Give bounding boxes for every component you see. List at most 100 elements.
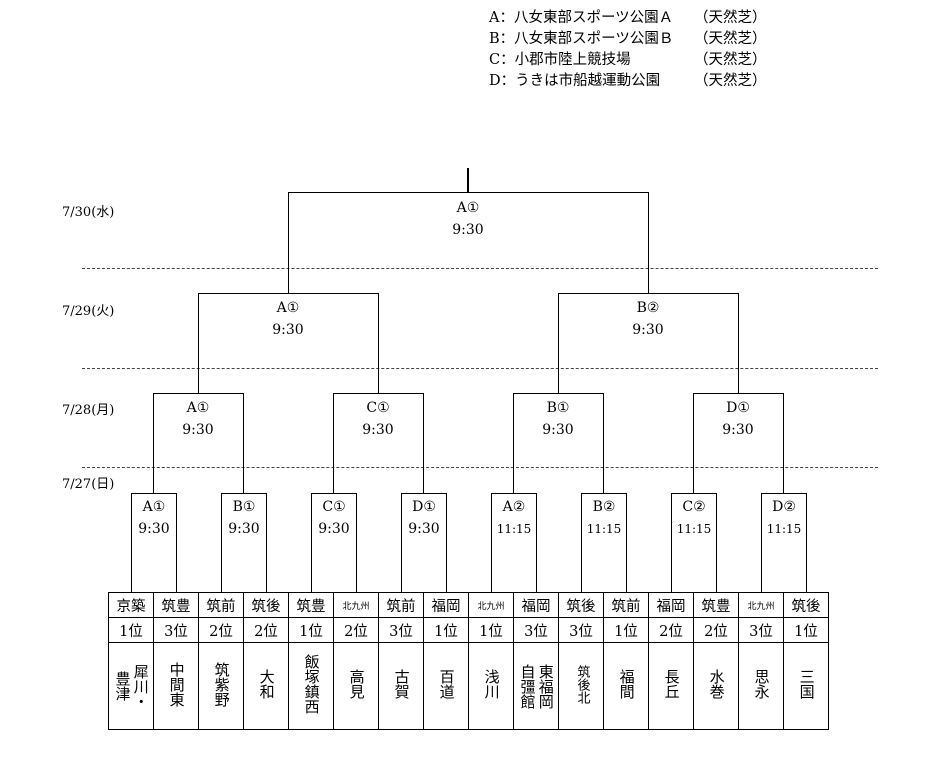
match-time: 9:30 xyxy=(452,222,484,238)
match-time: 9:30 xyxy=(272,322,304,338)
bracket-semi xyxy=(558,293,739,394)
prefecture-cell: 北九州 xyxy=(333,592,379,618)
team-cell: 百道 xyxy=(423,642,469,730)
team-cell: 筑後北 xyxy=(558,642,604,730)
team-cell: 大和 xyxy=(243,642,289,730)
prefecture-cell: 筑後 xyxy=(243,592,289,618)
rank-cell: 3位 xyxy=(153,617,199,643)
team-cell: 福間 xyxy=(603,642,649,730)
rank-cell: 1位 xyxy=(468,617,514,643)
date-label-0729: 7/29(火) xyxy=(62,304,115,319)
match-time: 9:30 xyxy=(362,422,394,438)
legend-venue: A：八女東部スポーツ公園Ａ xyxy=(489,10,674,26)
prefecture-cell: 京築 xyxy=(108,592,154,618)
match-label-quarter: C① 9:30 xyxy=(338,397,418,441)
match-label-first-round: D② 11:15 xyxy=(754,496,814,540)
rank-cell: 1位 xyxy=(783,617,829,643)
prefecture-cell: 筑豊 xyxy=(693,592,739,618)
match-label-first-round: A② 11:15 xyxy=(484,496,544,540)
team-cell: 中間東 xyxy=(153,642,199,730)
table-row-rank: 1位 3位 2位 2位 1位 2位 3位 1位 1位 3位 3位 1位 2位 2… xyxy=(108,617,829,643)
match-venue: C① xyxy=(322,499,346,515)
team-name: 福間 xyxy=(617,669,636,699)
match-venue: C① xyxy=(366,400,390,416)
match-venue: B① xyxy=(546,400,570,416)
team-name: 筑後北 xyxy=(574,664,590,704)
legend-venue: C：小郡市陸上競技場 xyxy=(489,52,631,68)
rank-cell: 3位 xyxy=(738,617,784,643)
prefecture-cell: 筑前 xyxy=(378,592,424,618)
match-venue: D① xyxy=(412,499,436,515)
match-label-first-round: C② 11:15 xyxy=(664,496,724,540)
date-label-0728: 7/28(月) xyxy=(62,403,115,418)
rank-cell: 2位 xyxy=(198,617,244,643)
match-time: 9:30 xyxy=(632,322,664,338)
prefecture-cell: 筑後 xyxy=(783,592,829,618)
match-label-semi: A① 9:30 xyxy=(248,297,328,341)
match-time: 11:15 xyxy=(496,522,532,536)
teams-table: 京築 筑豊 筑前 筑後 筑豊 北九州 筑前 福岡 北九州 福岡 筑後 筑前 福岡… xyxy=(108,592,829,730)
match-venue: C② xyxy=(682,499,706,515)
team-name: 高見 xyxy=(347,669,366,699)
prefecture-cell: 筑前 xyxy=(198,592,244,618)
prefecture-cell: 筑豊 xyxy=(288,592,334,618)
match-label-quarter: B① 9:30 xyxy=(518,397,598,441)
team-name: 筑紫野 xyxy=(212,661,231,707)
legend-surface: （天然芝） xyxy=(694,52,767,68)
prefecture-cell: 北九州 xyxy=(468,592,514,618)
legend-row: A：八女東部スポーツ公園Ａ （天然芝） xyxy=(489,8,767,29)
rank-cell: 2位 xyxy=(693,617,739,643)
rank-cell: 3位 xyxy=(513,617,559,643)
team-name: 百道 xyxy=(437,669,456,699)
match-label-first-round: B② 11:15 xyxy=(574,496,634,540)
legend-surface: （天然芝） xyxy=(694,31,767,47)
team-cell: 三国 xyxy=(783,642,829,730)
match-label-quarter: D① 9:30 xyxy=(698,397,778,441)
team-name: 思永 xyxy=(752,669,771,699)
bracket-first-round xyxy=(761,493,807,593)
rank-cell: 1位 xyxy=(288,617,334,643)
day-divider xyxy=(82,268,878,269)
rank-cell: 2位 xyxy=(333,617,379,643)
champion-line xyxy=(467,168,469,193)
match-venue: D① xyxy=(726,400,750,416)
prefecture-cell: 福岡 xyxy=(513,592,559,618)
team-cell: 筑紫野 xyxy=(198,642,244,730)
team-cell: 思永 xyxy=(738,642,784,730)
legend-row: B：八女東部スポーツ公園Ｂ （天然芝） xyxy=(489,29,767,50)
match-venue: A① xyxy=(186,400,210,416)
match-time: 11:15 xyxy=(676,522,712,536)
legend-surface: （天然芝） xyxy=(694,10,767,26)
match-venue: D② xyxy=(772,499,796,515)
team-name: 豊津 xyxy=(113,671,132,701)
team-cell: 飯塚鎮西 xyxy=(288,642,334,730)
bracket-quarter xyxy=(513,393,604,494)
bracket-final xyxy=(288,192,649,294)
team-cell: 東福岡 自彊館 xyxy=(513,642,559,730)
match-venue: A② xyxy=(502,499,526,515)
date-label-0727: 7/27(日) xyxy=(62,477,115,492)
match-venue: A① xyxy=(276,300,300,316)
legend-venue: B：八女東部スポーツ公園Ｂ xyxy=(489,31,674,47)
team-name: 古賀 xyxy=(392,669,411,699)
rank-cell: 3位 xyxy=(558,617,604,643)
bracket-first-round xyxy=(401,493,447,593)
table-row-prefecture: 京築 筑豊 筑前 筑後 筑豊 北九州 筑前 福岡 北九州 福岡 筑後 筑前 福岡… xyxy=(108,592,829,618)
match-venue: A① xyxy=(456,200,480,216)
match-time: 11:15 xyxy=(766,522,802,536)
rank-cell: 1位 xyxy=(423,617,469,643)
match-label-first-round: B① 9:30 xyxy=(214,496,274,540)
prefecture-cell: 福岡 xyxy=(648,592,694,618)
day-divider xyxy=(82,467,878,468)
legend-row: C：小郡市陸上競技場 （天然芝） xyxy=(489,50,767,71)
rank-cell: 1位 xyxy=(108,617,154,643)
bracket-quarter xyxy=(693,393,784,494)
rank-cell: 3位 xyxy=(378,617,424,643)
match-label-semi: B② 9:30 xyxy=(608,297,688,341)
rank-cell: 1位 xyxy=(603,617,649,643)
rank-cell: 2位 xyxy=(648,617,694,643)
team-name: 水巻 xyxy=(707,669,726,699)
match-venue: A① xyxy=(142,499,166,515)
bracket-quarter xyxy=(333,393,424,494)
date-label-0730: 7/30(水) xyxy=(62,205,115,220)
